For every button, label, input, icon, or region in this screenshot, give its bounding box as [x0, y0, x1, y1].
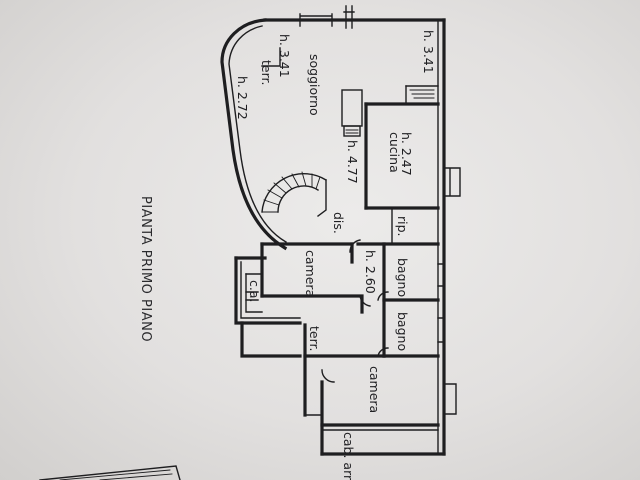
room-label-ca: c.a. [247, 280, 262, 302]
height-label-341-right: h. 3.41 [421, 30, 436, 74]
outer-walls [220, 18, 446, 456]
room-label-bagno-1: bagno [395, 258, 410, 297]
room-label-soggiorno: soggiorno [307, 54, 322, 116]
doors [321, 239, 389, 383]
room-label-terr-bottom: terr. [307, 326, 322, 351]
fixtures [245, 89, 363, 301]
room-label-rip: rip. [395, 216, 410, 237]
plan-title: PIANTA PRIMO PIANO [138, 196, 153, 342]
room-label-dis: dis. [331, 212, 346, 234]
room-label-cucina: cucina [387, 132, 402, 173]
interior-walls [245, 47, 440, 431]
room-label-terr-top: terr. [259, 60, 274, 85]
room-label-bagno-2: bagno [395, 312, 410, 351]
room-label-camera-2: camera [367, 366, 382, 413]
room-label-cab-arm: cab. arm. [341, 432, 356, 480]
adjacent-sheet-edge [39, 465, 181, 480]
height-labels: h. 3.41 h. 2.72 h. 3.41 h. 4.77 h. 2.47 … [235, 30, 436, 294]
height-label-272: h. 2.72 [235, 76, 250, 120]
room-label-camera-1: camera [303, 250, 318, 297]
spiral-staircase [261, 171, 327, 217]
windows [299, 5, 461, 415]
height-label-341-left: h. 3.41 [277, 34, 292, 78]
adjacent-sheet-lines [59, 469, 173, 480]
height-label-247: h. 2.47 [399, 132, 414, 176]
height-label-260: h. 2.60 [363, 250, 378, 294]
height-label-477: h. 4.77 [345, 140, 360, 184]
room-labels: terr. soggiorno cucina dis. rip. camera … [247, 54, 410, 480]
